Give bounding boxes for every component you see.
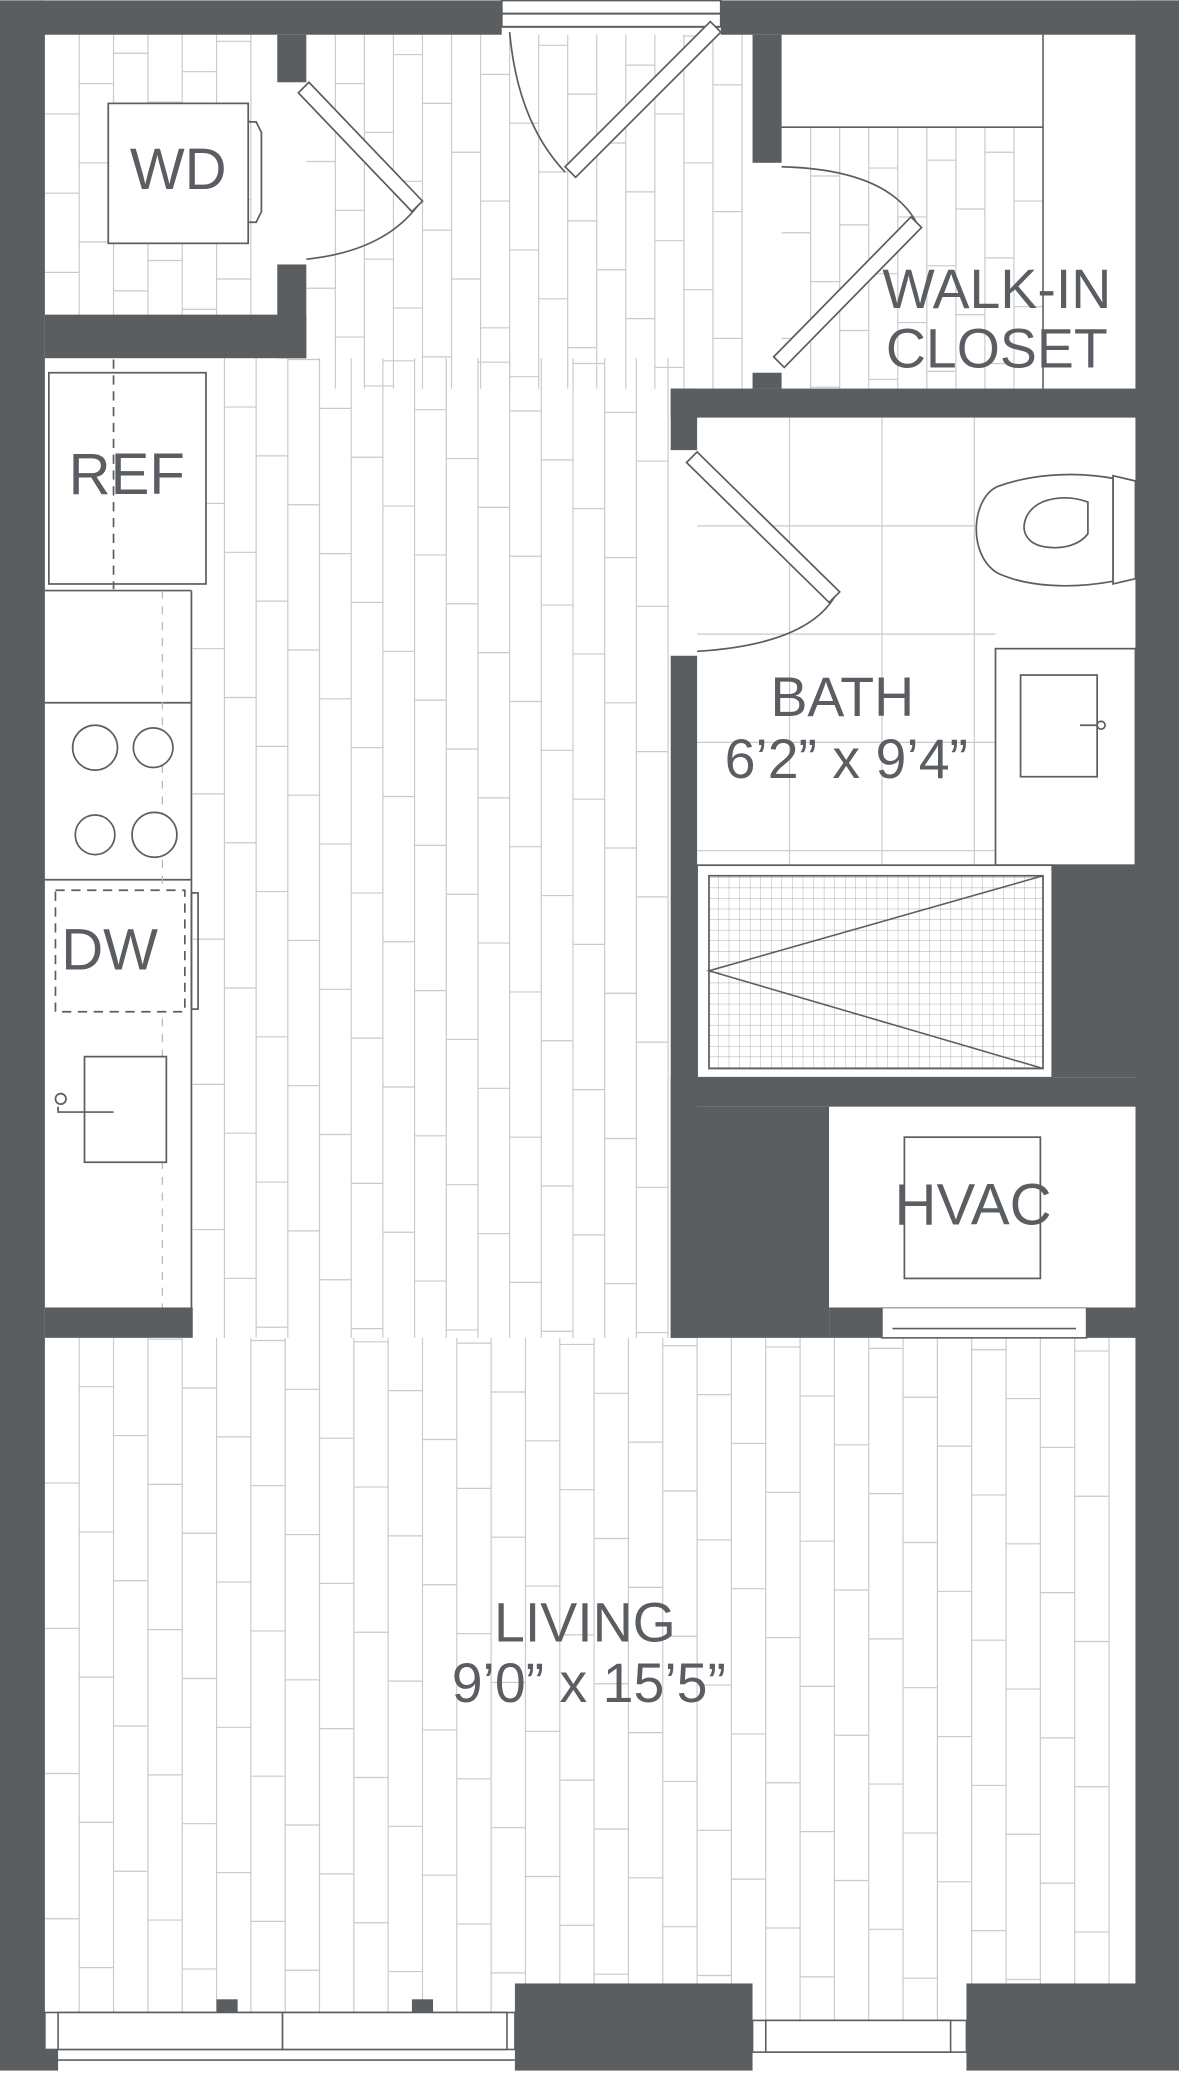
- window-icon: [881, 1306, 1088, 1339]
- wall-bath-top: [670, 388, 1179, 418]
- wall-hvac-bottom-right: [1086, 1307, 1179, 1338]
- door-swing-icon: [508, 20, 723, 179]
- closet-label-line1: WALK-IN: [882, 258, 1111, 320]
- dishwasher: [54, 889, 199, 1013]
- living-label: LIVING: [494, 1592, 676, 1654]
- wall-top-left: [0, 0, 502, 35]
- wall-bottom-pier-right: [966, 1983, 1179, 2071]
- wall-laundry-right-top: [277, 34, 307, 83]
- wall-hvac-bottom-left: [829, 1307, 882, 1338]
- wall-closet-left-bottom: [752, 372, 782, 389]
- hvac-closet: [829, 1106, 1136, 1308]
- dishwasher-label: DW: [61, 917, 158, 982]
- door-swing-icon: [297, 81, 424, 261]
- closet-shelving: [781, 34, 1044, 389]
- wall-top-right: [720, 0, 1179, 35]
- wall-window-jamb: [411, 1999, 434, 2013]
- living-dimensions: 9’0” x 15’5”: [452, 1652, 726, 1714]
- refrigerator: [47, 359, 207, 590]
- sink-icon: [1019, 674, 1106, 778]
- shower-icon: [696, 864, 1054, 1079]
- wall-kitchen-bottom: [44, 1307, 193, 1338]
- closet-label-line2: CLOSET: [886, 317, 1108, 379]
- bath-dimensions: 6’2” x 9’4”: [725, 728, 968, 790]
- wall-shower-right: [1052, 865, 1179, 1078]
- refrigerator-label: REF: [69, 442, 185, 507]
- wall-bath-bottom: [670, 1077, 1179, 1107]
- wall-laundry-bottom: [44, 314, 307, 359]
- window-icon: [500, 0, 722, 28]
- wall-window-jamb: [216, 1999, 238, 2013]
- wall-outer-left: [0, 0, 45, 2050]
- wall-closet-left-top: [752, 34, 782, 163]
- hvac-label: HVAC: [895, 1172, 1052, 1237]
- sink-icon: [54, 1055, 168, 1164]
- window-icon: [751, 2019, 968, 2053]
- floor-planks: [44, 34, 1110, 2021]
- toilet-icon: [975, 473, 1137, 587]
- washer-dryer: [107, 102, 263, 245]
- wall-hvac-left: [670, 1106, 830, 1338]
- wall-bath-left-top: [670, 388, 698, 450]
- door-swing-icon: [670, 448, 841, 658]
- washer-dryer-label: WD: [130, 137, 227, 202]
- window-icon: [44, 2011, 516, 2061]
- cooktop-burner-icon: [71, 724, 178, 859]
- door-swing-icon: [772, 165, 923, 369]
- wall-bottom-pier-center: [514, 1983, 753, 2071]
- wall-laundry-right-bottom: [277, 264, 307, 359]
- bath-label: BATH: [770, 666, 914, 728]
